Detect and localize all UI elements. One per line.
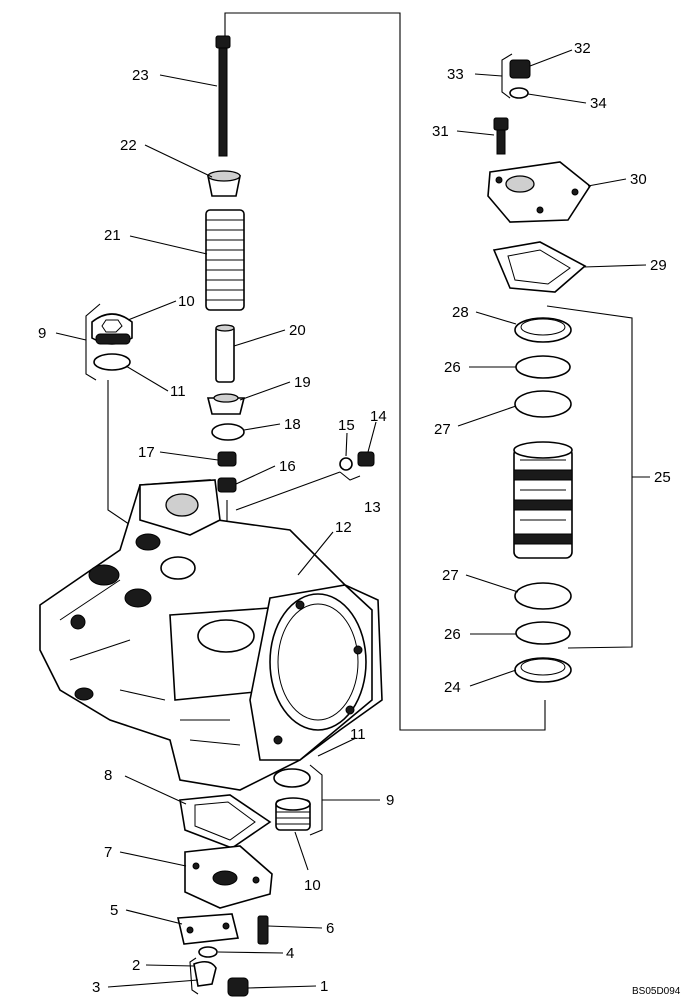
callout-26-bottom: 26 bbox=[444, 626, 461, 643]
bracket-5 bbox=[177, 913, 239, 945]
callout-23: 23 bbox=[132, 67, 149, 84]
callout-28: 28 bbox=[452, 304, 469, 321]
gasket-29 bbox=[492, 241, 587, 293]
callout-22: 22 bbox=[120, 137, 137, 154]
spring-cap-22 bbox=[207, 170, 241, 197]
callout-26-top: 26 bbox=[444, 359, 461, 376]
o-ring-27-top bbox=[514, 390, 572, 418]
spring-21 bbox=[205, 209, 245, 311]
callout-24: 24 bbox=[444, 679, 461, 696]
callout-9-bottom: 9 bbox=[386, 792, 394, 809]
callout-5: 5 bbox=[110, 902, 118, 919]
ring-28 bbox=[514, 317, 572, 343]
callout-20: 20 bbox=[289, 322, 306, 339]
callout-14: 14 bbox=[370, 408, 387, 425]
o-ring-34 bbox=[509, 87, 529, 99]
cover-plate-7 bbox=[184, 845, 273, 909]
plug-32 bbox=[509, 59, 531, 79]
callout-11-bottom: 11 bbox=[350, 726, 366, 743]
screw-6 bbox=[257, 915, 269, 945]
callout-33: 33 bbox=[447, 66, 464, 83]
drawing-code: BS05D094 bbox=[632, 986, 681, 997]
bolt-23 bbox=[215, 35, 231, 157]
callout-16: 16 bbox=[279, 458, 296, 475]
callout-15: 15 bbox=[338, 417, 355, 434]
callout-labels: 23 22 21 20 19 18 17 16 15 14 13 12 10 9… bbox=[38, 40, 671, 996]
o-ring-11-top bbox=[93, 353, 131, 371]
callout-18: 18 bbox=[284, 416, 301, 433]
o-ring-26-bottom bbox=[515, 621, 571, 645]
callout-10-top: 10 bbox=[178, 293, 195, 310]
callout-34: 34 bbox=[590, 95, 607, 112]
callout-9-top: 9 bbox=[38, 325, 46, 342]
plug-10-top bbox=[91, 313, 133, 345]
o-ring-11-bottom bbox=[273, 768, 311, 788]
cover-30 bbox=[487, 161, 592, 223]
callout-1: 1 bbox=[320, 978, 328, 995]
nut-16 bbox=[217, 477, 237, 493]
o-ring-15 bbox=[339, 457, 353, 471]
callout-17: 17 bbox=[138, 444, 155, 461]
callout-10-bottom: 10 bbox=[304, 877, 321, 894]
o-ring-26-top bbox=[515, 355, 571, 379]
callout-11-top: 11 bbox=[170, 383, 186, 400]
callout-13: 13 bbox=[364, 499, 381, 516]
seat-19 bbox=[206, 393, 246, 415]
callout-27-top: 27 bbox=[434, 421, 451, 438]
callout-leaders bbox=[55, 49, 650, 989]
o-ring-27-bottom bbox=[514, 582, 572, 610]
pump-housing-12 bbox=[39, 479, 383, 791]
screw-31 bbox=[493, 117, 509, 155]
callout-21: 21 bbox=[104, 227, 121, 244]
callout-32: 32 bbox=[574, 40, 591, 57]
plug-10-bottom bbox=[275, 797, 311, 831]
callout-7: 7 bbox=[104, 844, 112, 861]
callout-30: 30 bbox=[630, 171, 647, 188]
nut-1 bbox=[227, 977, 249, 997]
callout-25: 25 bbox=[654, 469, 671, 486]
o-ring-4 bbox=[198, 946, 218, 958]
callout-3: 3 bbox=[92, 979, 100, 996]
fitting-14 bbox=[357, 451, 375, 467]
callout-12: 12 bbox=[335, 519, 352, 536]
callout-31: 31 bbox=[432, 123, 449, 140]
callout-4: 4 bbox=[286, 945, 294, 962]
clip-2 bbox=[193, 960, 217, 987]
gasket-8 bbox=[179, 794, 272, 849]
callout-27-bottom: 27 bbox=[442, 567, 459, 584]
ring-24 bbox=[514, 657, 572, 683]
callout-2: 2 bbox=[132, 957, 140, 974]
callout-19: 19 bbox=[294, 374, 311, 391]
pin-20 bbox=[215, 324, 235, 383]
callout-6: 6 bbox=[326, 920, 334, 937]
piston-25 bbox=[513, 441, 573, 559]
callout-29: 29 bbox=[650, 257, 667, 274]
callout-8: 8 bbox=[104, 767, 112, 784]
nut-17 bbox=[217, 451, 237, 467]
ring-18 bbox=[211, 423, 245, 441]
